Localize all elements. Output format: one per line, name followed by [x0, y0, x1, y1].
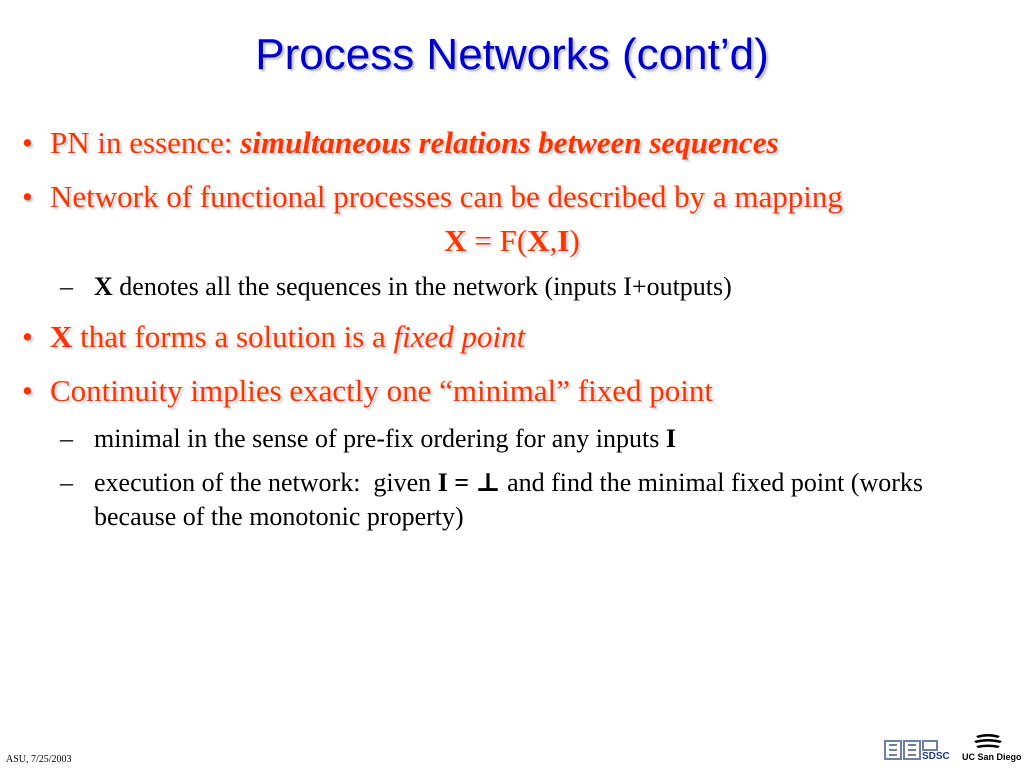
formula-eq: = F(	[466, 223, 528, 258]
sub-bullet-text-start: execution of the network: given	[94, 468, 438, 497]
bullet-network-mapping: • Network of functional processes can be…	[22, 178, 1002, 216]
sub-bullet-mark: –	[60, 272, 73, 301]
sub-bullet-text-end: and find the minimal fixed point (works …	[94, 468, 924, 531]
bullet-middle-text: that forms a solution is a	[72, 319, 394, 354]
bullet-fixed-point: • X that forms a solution is a fixed poi…	[22, 318, 1002, 356]
sub-bullet-execution: – execution of the network: given I = ⊥ …	[22, 466, 1002, 534]
sub-bullet-text: minimal in the sense of pre-fix ordering…	[94, 424, 666, 453]
slide-title: Process Networks (cont’d)	[255, 30, 769, 79]
sub-bullet-mark: –	[60, 424, 73, 453]
sub-bullet-bold: I	[665, 424, 676, 453]
sdsc-logo-text: SDSC	[922, 751, 950, 762]
bullet-text: Continuity implies exactly one “minimal”…	[50, 373, 713, 408]
ucsd-logo-text: UC San Diego	[962, 752, 1022, 762]
ucsd-logo-icon	[974, 734, 1002, 748]
sub-bullet-mark: –	[60, 468, 73, 497]
formula-mapping: X = F(X,I)	[22, 222, 1002, 260]
bullet-mark: •	[22, 319, 33, 354]
formula-arg-i: I	[557, 223, 570, 258]
sdsc-logo-icon	[884, 740, 938, 760]
bullet-emphasis-text: simultaneous relations between sequences	[240, 125, 779, 160]
sub-bullet-bold: I = ⊥	[437, 468, 501, 497]
bullet-x-bold: X	[50, 319, 73, 354]
sub-bullet-text: denotes all the sequences in the network…	[112, 272, 732, 301]
bullet-mark: •	[22, 373, 33, 408]
bullet-continuity: • Continuity implies exactly one “minima…	[22, 372, 1002, 410]
sub-bullet-x-denotes: – X denotes all the sequences in the net…	[22, 270, 1002, 304]
formula-comma: ,	[549, 223, 558, 258]
formula-arg-x: X	[527, 223, 550, 258]
bullet-pn-essence: • PN in essence: simultaneous relations …	[22, 124, 1002, 162]
bullet-lead-text: PN in essence:	[50, 125, 241, 160]
bullet-mark: •	[22, 179, 33, 214]
footer-date: ASU, 7/25/2003	[6, 754, 72, 765]
slide-content: • PN in essence: simultaneous relations …	[22, 124, 1002, 548]
sub-bullet-minimal-sense: – minimal in the sense of pre-fix orderi…	[22, 422, 1002, 456]
sdsc-ucsd-logos	[884, 734, 1002, 760]
formula-close: )	[569, 223, 580, 258]
formula-lhs: X	[444, 223, 467, 258]
bullet-emphasis-text: fixed point	[393, 319, 526, 354]
bullet-text: Network of functional processes can be d…	[50, 179, 843, 214]
sub-bullet-bold: X	[94, 272, 113, 301]
bullet-mark: •	[22, 125, 33, 160]
